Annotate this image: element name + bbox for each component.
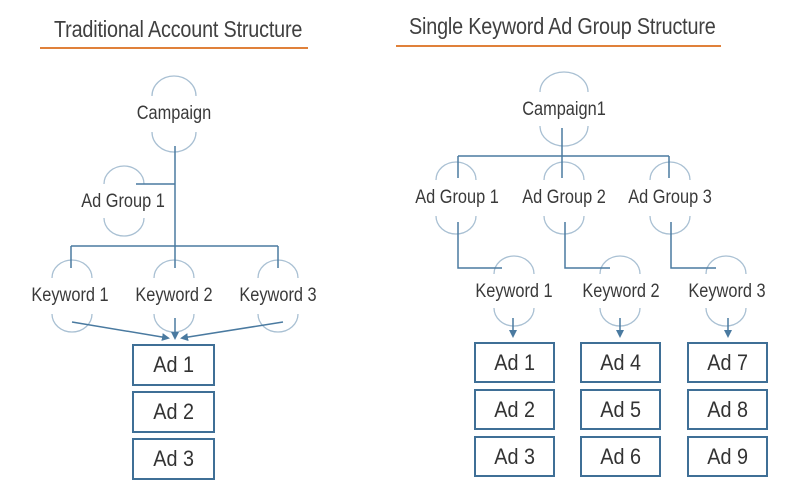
node-keyword-1: Keyword 1 (31, 285, 109, 306)
node-outline-ad-group-1 (103, 165, 145, 237)
node-outline-keyword-2 (153, 259, 195, 333)
ad-box-r-8: Ad 8 (687, 389, 768, 430)
ad-box-label: Ad 3 (494, 443, 535, 469)
node-outline-keyword-1-r (493, 255, 535, 327)
arrow-keyword-1-to-ads (71, 321, 170, 341)
ad-box-label: Ad 7 (707, 349, 748, 375)
ad-box-r-2: Ad 2 (474, 389, 555, 430)
ad-box-label: Ad 8 (707, 396, 748, 422)
node-ad-group-1-right: Ad Group 1 (415, 187, 499, 208)
arrow-keyword-3-to-ads (180, 321, 284, 342)
node-keyword-2: Keyword 2 (135, 285, 213, 306)
node-outline-keyword-3-r (705, 255, 747, 327)
right-title: Single Keyword Ad Group Structure (409, 13, 716, 39)
ad-box-label: Ad 2 (494, 396, 535, 422)
connector-ad-group-1-to-keyword-1 (457, 222, 502, 269)
ad-box-r-9: Ad 9 (687, 436, 768, 477)
node-outline-campaign (151, 75, 197, 153)
node-keyword-1-right: Keyword 1 (475, 281, 553, 302)
ad-box-label: Ad 3 (153, 446, 194, 471)
connector-ad-group-3-to-keyword-3 (670, 222, 716, 269)
ad-box-r-6: Ad 6 (580, 436, 661, 477)
ad-box-label: Ad 9 (707, 443, 748, 469)
ad-box-1: Ad 1 (132, 344, 215, 386)
connector-ad-group-2-to-keyword-2 (564, 222, 610, 269)
ad-box-label: Ad 4 (600, 349, 641, 375)
node-outline-ad-group-3-r (649, 161, 691, 235)
node-keyword-3-right: Keyword 3 (688, 281, 766, 302)
ad-box-label: Ad 6 (600, 443, 641, 469)
ad-box-label: Ad 5 (600, 396, 641, 422)
ad-box-label: Ad 2 (153, 399, 194, 424)
ad-box-label: Ad 1 (494, 349, 535, 375)
node-campaign1: Campaign1 (522, 99, 606, 120)
node-keyword-2-right: Keyword 2 (582, 281, 660, 302)
ad-box-r-5: Ad 5 (580, 389, 661, 430)
node-ad-group-2-right: Ad Group 2 (522, 187, 606, 208)
node-ad-group-1: Ad Group 1 (81, 191, 165, 212)
left-title-underline (40, 47, 308, 49)
node-keyword-3: Keyword 3 (239, 285, 317, 306)
ad-box-label: Ad 1 (153, 352, 194, 377)
ad-box-r-1: Ad 1 (474, 342, 555, 383)
ad-box-r-3: Ad 3 (474, 436, 555, 477)
node-outline-keyword-1 (51, 259, 93, 333)
node-outline-ad-group-2-r (543, 161, 585, 235)
node-outline-campaign1 (539, 71, 589, 147)
ad-box-2: Ad 2 (132, 391, 215, 433)
node-outline-ad-group-1-r (435, 161, 477, 235)
node-campaign: Campaign (136, 103, 212, 124)
ad-box-r-4: Ad 4 (580, 342, 661, 383)
right-title-underline (396, 45, 721, 47)
node-ad-group-3-right: Ad Group 3 (628, 187, 712, 208)
ad-box-3: Ad 3 (132, 438, 215, 480)
left-title: Traditional Account Structure (54, 16, 303, 42)
ad-box-r-7: Ad 7 (687, 342, 768, 383)
